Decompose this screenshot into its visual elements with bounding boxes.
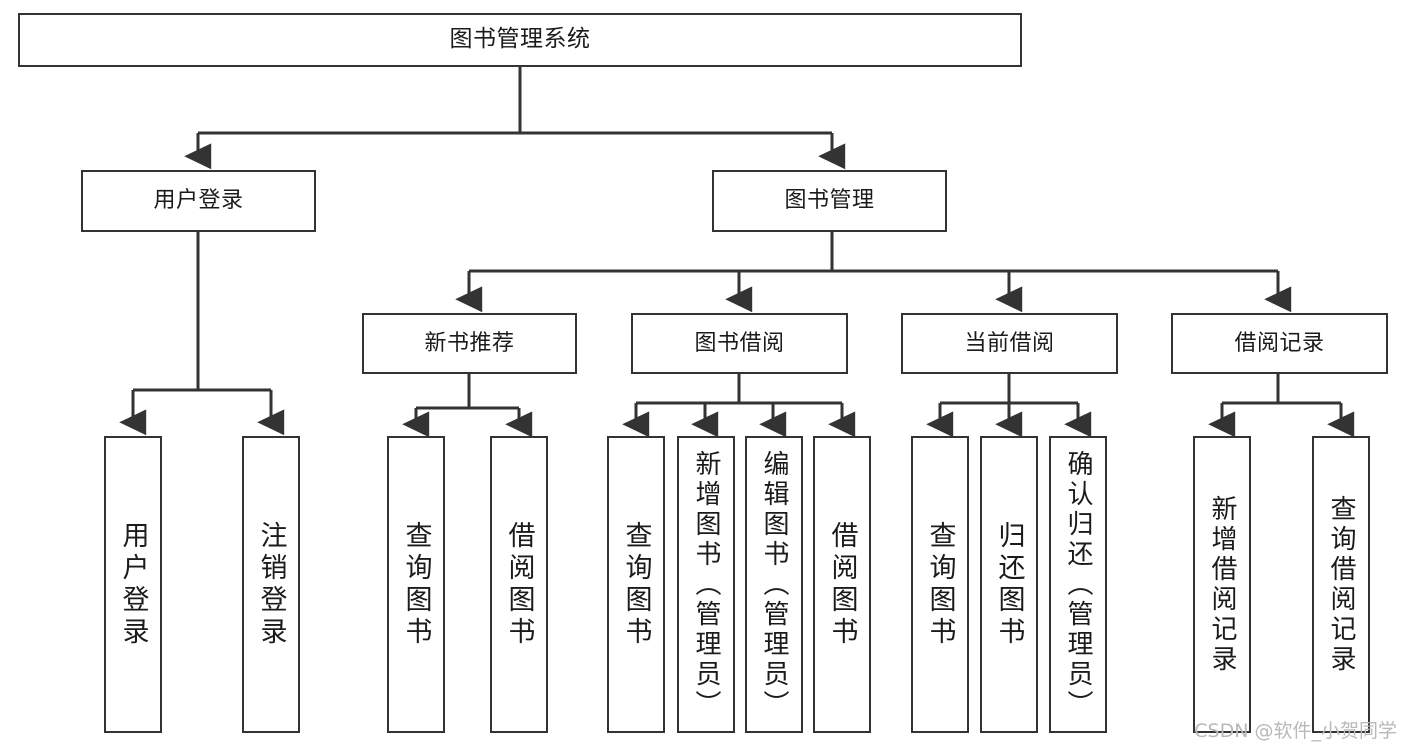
node-label: 用户登录: [117, 520, 149, 649]
leaf-borrow-book-recommendation[interactable]: 借阅图书: [490, 436, 548, 733]
leaf-confirm-return-admin[interactable]: 确认归还（管理员）: [1049, 436, 1107, 733]
node-label: 借阅图书: [826, 520, 858, 649]
leaf-edit-book-admin[interactable]: 编辑图书（管理员）: [745, 436, 803, 733]
leaf-user-logout[interactable]: 注销登录: [242, 436, 300, 733]
leaf-query-book-current[interactable]: 查询图书: [911, 436, 969, 733]
node-label: 确认归还（管理员）: [1063, 449, 1093, 720]
node-book-management[interactable]: 图书管理: [712, 170, 947, 232]
node-label: 归还图书: [993, 520, 1025, 649]
node-borrow-record[interactable]: 借阅记录: [1171, 313, 1388, 374]
node-label: 借阅图书: [503, 520, 535, 649]
node-label: 查询图书: [924, 520, 956, 649]
leaf-query-book-recommendation[interactable]: 查询图书: [387, 436, 445, 733]
leaf-return-book[interactable]: 归还图书: [980, 436, 1038, 733]
node-root-system[interactable]: 图书管理系统: [18, 13, 1022, 67]
leaf-query-book-borrow[interactable]: 查询图书: [607, 436, 665, 733]
node-label: 查询图书: [620, 520, 652, 649]
node-label: 新增借阅记录: [1207, 494, 1237, 675]
node-label: 图书管理: [784, 188, 875, 214]
node-new-book-recommendation[interactable]: 新书推荐: [362, 313, 577, 374]
leaf-query-borrow-record[interactable]: 查询借阅记录: [1312, 436, 1370, 733]
node-label: 图书管理系统: [449, 26, 591, 53]
leaf-borrow-book[interactable]: 借阅图书: [813, 436, 871, 733]
node-label: 查询借阅记录: [1326, 494, 1356, 675]
node-label: 编辑图书（管理员）: [759, 449, 789, 720]
node-label: 注销登录: [255, 520, 287, 649]
node-label: 当前借阅: [964, 330, 1055, 356]
leaf-add-book-admin[interactable]: 新增图书（管理员）: [677, 436, 735, 733]
node-label: 用户登录: [153, 188, 244, 214]
leaf-add-borrow-record[interactable]: 新增借阅记录: [1193, 436, 1251, 733]
node-label: 查询图书: [400, 520, 432, 649]
node-user-login[interactable]: 用户登录: [81, 170, 316, 232]
node-label: 新增图书（管理员）: [691, 449, 721, 720]
node-current-borrow[interactable]: 当前借阅: [901, 313, 1118, 374]
node-label: 图书借阅: [694, 330, 785, 356]
leaf-user-login[interactable]: 用户登录: [104, 436, 162, 733]
node-label: 新书推荐: [424, 330, 515, 356]
node-label: 借阅记录: [1234, 330, 1325, 356]
node-book-borrow[interactable]: 图书借阅: [631, 313, 848, 374]
